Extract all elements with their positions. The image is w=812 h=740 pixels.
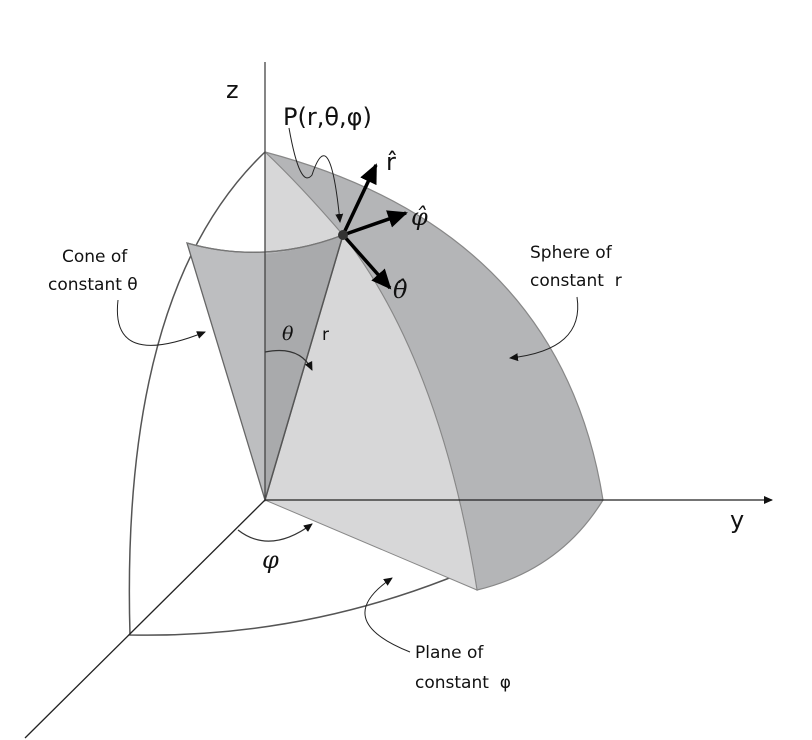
z-axis-label: z	[226, 76, 239, 104]
phi-label: φ	[262, 546, 279, 574]
plane-callout-line1: Plane of	[415, 643, 484, 663]
sphere-callout-arrow	[509, 296, 579, 362]
cone-callout-line2: constant θ	[48, 275, 138, 295]
point-label: P(r,θ,φ)	[283, 103, 372, 131]
phi-hat-vector	[342, 210, 408, 237]
x-axis	[24, 499, 266, 739]
theta-arc	[264, 349, 313, 371]
theta-hat-vector	[341, 233, 392, 290]
point-p-marker	[338, 230, 348, 240]
plane-callout-arrow	[364, 577, 411, 653]
sphere-callout-line2: constant r	[530, 271, 622, 291]
sphere-callout-line1: Sphere of	[530, 243, 613, 263]
y-axis-label: y	[730, 506, 744, 534]
theta-label: θ	[282, 323, 294, 345]
phi-hat-label: φ̂	[411, 203, 428, 231]
phi-arc	[237, 523, 313, 542]
r-hat-label: r̂	[386, 148, 396, 176]
point-callout-arrow	[288, 127, 344, 223]
r-hat-vector	[341, 163, 378, 236]
radius-line	[264, 234, 344, 501]
theta-hat-label: θ̂	[393, 276, 408, 304]
r-label: r	[322, 325, 329, 345]
cone-callout-arrow	[116, 299, 206, 346]
cone-callout-line1: Cone of	[62, 247, 128, 267]
plane-callout-line2: constant φ	[415, 673, 511, 693]
